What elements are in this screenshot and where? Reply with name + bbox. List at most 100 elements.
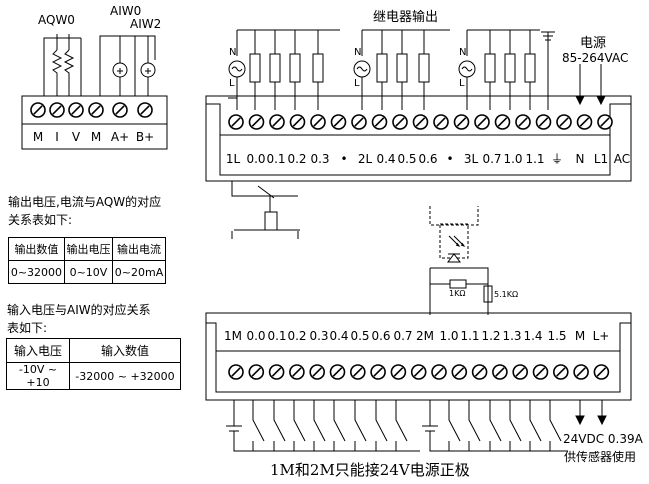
terminal-screw-slot: [497, 117, 508, 127]
aqw0-label: AQW0: [38, 13, 75, 27]
input-terminal-label: 1.4: [523, 329, 543, 343]
input-terminal-label: L+: [592, 329, 610, 343]
terminal-screw-slot: [559, 117, 569, 127]
supply-label: N: [229, 47, 237, 58]
terminal-screw-slot: [518, 117, 528, 127]
terminal-screw-slot: [454, 367, 465, 377]
input-terminal-label: 0.3: [309, 329, 329, 343]
output-table-cell: 0~20mA: [112, 260, 166, 284]
relay-terminal-label: 0.4: [376, 152, 396, 166]
terminal-screw-slot: [313, 117, 323, 127]
terminal-screw-slot: [312, 367, 322, 377]
terminal-screw-slot: [71, 105, 81, 115]
relay-coil: [234, 185, 300, 231]
terminal-screw-slot: [251, 367, 262, 377]
relay-terminal-label: •: [446, 152, 454, 166]
supply-label: N: [354, 47, 362, 58]
relay-terminal-screws: [228, 114, 613, 130]
dc-input-module: [205, 312, 632, 401]
supply-label: N: [459, 47, 467, 58]
terminal-screw-slot: [271, 367, 282, 377]
terminal-screw-slot: [231, 117, 241, 127]
input-terminal-label: 0.2: [287, 329, 307, 343]
resistor-label: 1KΩ: [449, 289, 466, 298]
input-note: 输入电压与AIW的对应关系表如下:: [7, 303, 151, 335]
analog-terminal-label: I: [55, 130, 59, 144]
resistor-label: 5.1KΩ: [494, 290, 519, 299]
terminal-screw-slot: [393, 367, 404, 377]
relay-terminal-label: N: [575, 152, 585, 166]
input-terminal-label: 0.0: [246, 329, 266, 343]
relay-terminal-label: 1.0: [503, 152, 523, 166]
input-terminal-label: 1.2: [481, 329, 501, 343]
terminal-screw-slot: [477, 117, 487, 127]
terminal-screw-slot: [395, 117, 405, 127]
terminal-screw-slot: [251, 117, 262, 127]
terminal-screw-slot: [292, 117, 303, 127]
opto-detail: [429, 206, 493, 315]
relay-terminal-label: 1.1: [525, 152, 545, 166]
output-table-header: 输出电流: [112, 237, 166, 261]
terminal-screw-slot: [596, 367, 607, 377]
terminal-screw-slot: [495, 367, 505, 377]
terminal-screw-slot: [535, 367, 546, 377]
terminal-screw-slot: [332, 367, 343, 377]
relay-terminal-label: ⏚: [550, 152, 564, 166]
terminal-screw-slot: [434, 367, 444, 377]
relay-terminal-label: 3L: [463, 152, 479, 166]
terminal-screw-slot: [353, 367, 363, 377]
relay-wiring: [228, 29, 606, 110]
output-table-cell: 0~32000: [8, 260, 65, 284]
input-table-header: 输入电压: [6, 338, 70, 363]
input-terminal-label: 2M: [416, 329, 434, 343]
input-terminal-label: 1M: [224, 329, 242, 343]
terminal-screw-slot: [579, 117, 590, 127]
aiw2-label: AIW2: [130, 17, 162, 31]
input-table: 输入电压 输入数值 -10V ~ +10 -32000 ~ +32000: [6, 338, 181, 390]
input-table-cell: -32000 ~ +32000: [69, 362, 181, 390]
relay-terminal-label: 0.2: [287, 152, 307, 166]
input-terminal-label: 0.1: [267, 329, 287, 343]
terminal-screw-slot: [600, 117, 610, 127]
input-wiring: [226, 400, 607, 452]
terminal-screw-slot: [115, 105, 125, 115]
power-title: 电源: [580, 36, 607, 51]
terminal-screw-slot: [140, 105, 150, 115]
terminal-screw-slot: [272, 117, 282, 127]
terminal-screw-slot: [576, 367, 586, 377]
terminal-screw-slot: [556, 367, 566, 377]
input-terminal-label: 0.4: [329, 329, 349, 343]
relay-terminal-label: L1: [593, 152, 609, 166]
terminal-screw-slot: [474, 367, 485, 377]
terminal-screw-slot: [354, 117, 364, 127]
relay-terminal-label: 0.7: [482, 152, 502, 166]
sensor-use: 供传感器使用: [564, 450, 637, 464]
relay-terminal-label: 0.1: [266, 152, 286, 166]
analog-terminal-label: A+: [110, 130, 130, 144]
wiring-caption: 1M和2M只能接24V电源正极: [270, 461, 470, 479]
input-terminal-label: 0.5: [350, 329, 370, 343]
sensor-supply: 24VDC 0.39A: [563, 432, 643, 446]
input-terminal-label: 0.6: [371, 329, 391, 343]
terminal-screw-slot: [415, 117, 426, 127]
relay-terminal-label: 0.0: [246, 152, 266, 166]
terminal-screw-slot: [333, 117, 344, 127]
supply-label: L: [354, 78, 360, 89]
aiw0-label: AIW0: [110, 4, 142, 18]
terminal-screw-slot: [436, 117, 446, 127]
terminal-screw-slot: [373, 367, 383, 377]
terminal-screw-slot: [231, 367, 241, 377]
supply-label: L: [459, 78, 465, 89]
output-table-header: 输出电压: [63, 237, 114, 261]
input-terminal-label: 1.3: [502, 329, 522, 343]
terminal-screw-slot: [538, 117, 549, 127]
analog-terminal-label: B+: [135, 130, 155, 144]
input-terminal-label: 1.0: [439, 329, 459, 343]
analog-module: [21, 34, 168, 150]
relay-terminal-label: 0.6: [418, 152, 438, 166]
analog-terminal-label: M: [32, 130, 44, 144]
terminal-screw-slot: [292, 367, 302, 377]
relay-output-module: [205, 95, 632, 239]
input-terminal-label: 1.1: [460, 329, 480, 343]
terminal-screw-slot: [91, 105, 101, 115]
